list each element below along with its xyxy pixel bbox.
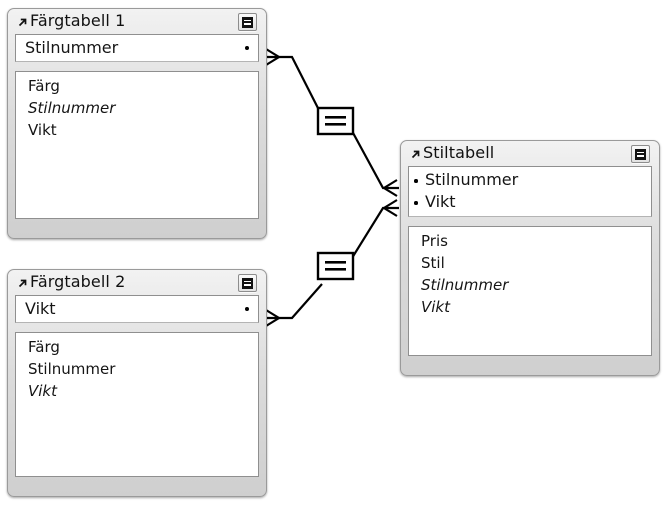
field-label: Färg — [28, 76, 60, 95]
field-row[interactable]: Stilnummer — [16, 359, 258, 381]
table-titlebar[interactable]: Stiltabell — [408, 141, 652, 166]
field-label: Vikt — [28, 120, 57, 139]
field-row[interactable]: Vikt — [16, 381, 258, 403]
pane-divider — [408, 217, 652, 226]
list-menu-icon — [635, 148, 646, 160]
list-menu-icon — [242, 16, 253, 28]
fields-pane: Färg Stilnummer Vikt — [15, 71, 259, 219]
field-row[interactable]: Färg — [16, 76, 258, 98]
crows-foot-icon — [265, 309, 282, 327]
field-label: Stil — [421, 253, 445, 272]
fields-pane: Pris Stil Stilnummer Vikt — [408, 226, 652, 356]
arrow-up-right-icon — [411, 150, 420, 159]
field-row[interactable]: Stil — [409, 253, 651, 275]
field-label: Stilnummer — [28, 359, 116, 378]
table-occurrence-fargtabell-2[interactable]: Färgtabell 2 Vikt Färg Stilnummer Vikt — [7, 269, 267, 497]
key-field-row[interactable]: Vikt — [16, 296, 258, 322]
key-fields-pane: Vikt — [15, 295, 259, 323]
table-menu-button[interactable] — [238, 274, 257, 292]
table-occurrence-stiltabell[interactable]: Stiltabell Stilnummer Vikt Pris Stil Sti… — [400, 140, 660, 376]
arrow-up-right-icon — [18, 279, 27, 288]
key-field-dot-icon — [244, 45, 249, 51]
fields-pane: Färg Stilnummer Vikt — [15, 332, 259, 477]
key-field-dot-icon — [244, 306, 249, 312]
table-menu-button[interactable] — [631, 145, 650, 163]
crows-foot-icon — [381, 199, 398, 217]
field-row[interactable]: Stilnummer — [409, 275, 651, 297]
key-fields-pane: Stilnummer — [15, 34, 259, 62]
table-menu-button[interactable] — [238, 13, 257, 31]
arrow-up-right-icon — [18, 18, 27, 27]
relationship-line-2[interactable] — [265, 199, 399, 327]
field-label: Vikt — [421, 297, 450, 316]
field-label: Stilnummer — [28, 98, 116, 117]
field-row[interactable]: Stilnummer — [16, 98, 258, 120]
key-field-dot-icon — [414, 201, 425, 205]
field-label: Stilnummer — [421, 275, 509, 294]
relationship-line-1[interactable] — [265, 48, 399, 197]
field-row[interactable]: Färg — [16, 337, 258, 359]
crows-foot-icon — [381, 179, 398, 197]
crows-foot-icon — [265, 48, 282, 66]
field-row[interactable]: Vikt — [409, 297, 651, 319]
table-occurrence-fargtabell-1[interactable]: Färgtabell 1 Stilnummer Färg Stilnummer … — [7, 8, 267, 239]
key-fields-pane: Stilnummer Vikt — [408, 166, 652, 217]
field-label: Färg — [28, 337, 60, 356]
table-titlebar[interactable]: Färgtabell 1 — [15, 9, 259, 34]
key-field-label: Vikt — [25, 298, 56, 318]
key-field-row[interactable]: Stilnummer — [16, 35, 258, 61]
equals-operator-icon[interactable] — [316, 106, 355, 136]
table-titlebar[interactable]: Färgtabell 2 — [15, 270, 259, 295]
key-field-label: Stilnummer — [25, 37, 119, 57]
list-menu-icon — [242, 277, 253, 289]
key-field-row[interactable]: Vikt — [409, 192, 651, 214]
pane-divider — [15, 62, 259, 71]
key-field-dot-icon — [414, 179, 425, 183]
table-title: Färgtabell 1 — [30, 10, 126, 30]
field-row[interactable]: Vikt — [16, 120, 258, 142]
field-row[interactable]: Pris — [409, 231, 651, 253]
field-label: Pris — [421, 231, 448, 250]
key-field-label: Stilnummer — [425, 170, 519, 189]
table-title: Stiltabell — [423, 142, 495, 162]
field-label: Vikt — [28, 381, 57, 400]
key-field-row[interactable]: Stilnummer — [409, 170, 651, 192]
key-field-label: Vikt — [425, 192, 456, 211]
table-title: Färgtabell 2 — [30, 271, 126, 291]
equals-operator-icon[interactable] — [316, 251, 355, 281]
pane-divider — [15, 323, 259, 332]
